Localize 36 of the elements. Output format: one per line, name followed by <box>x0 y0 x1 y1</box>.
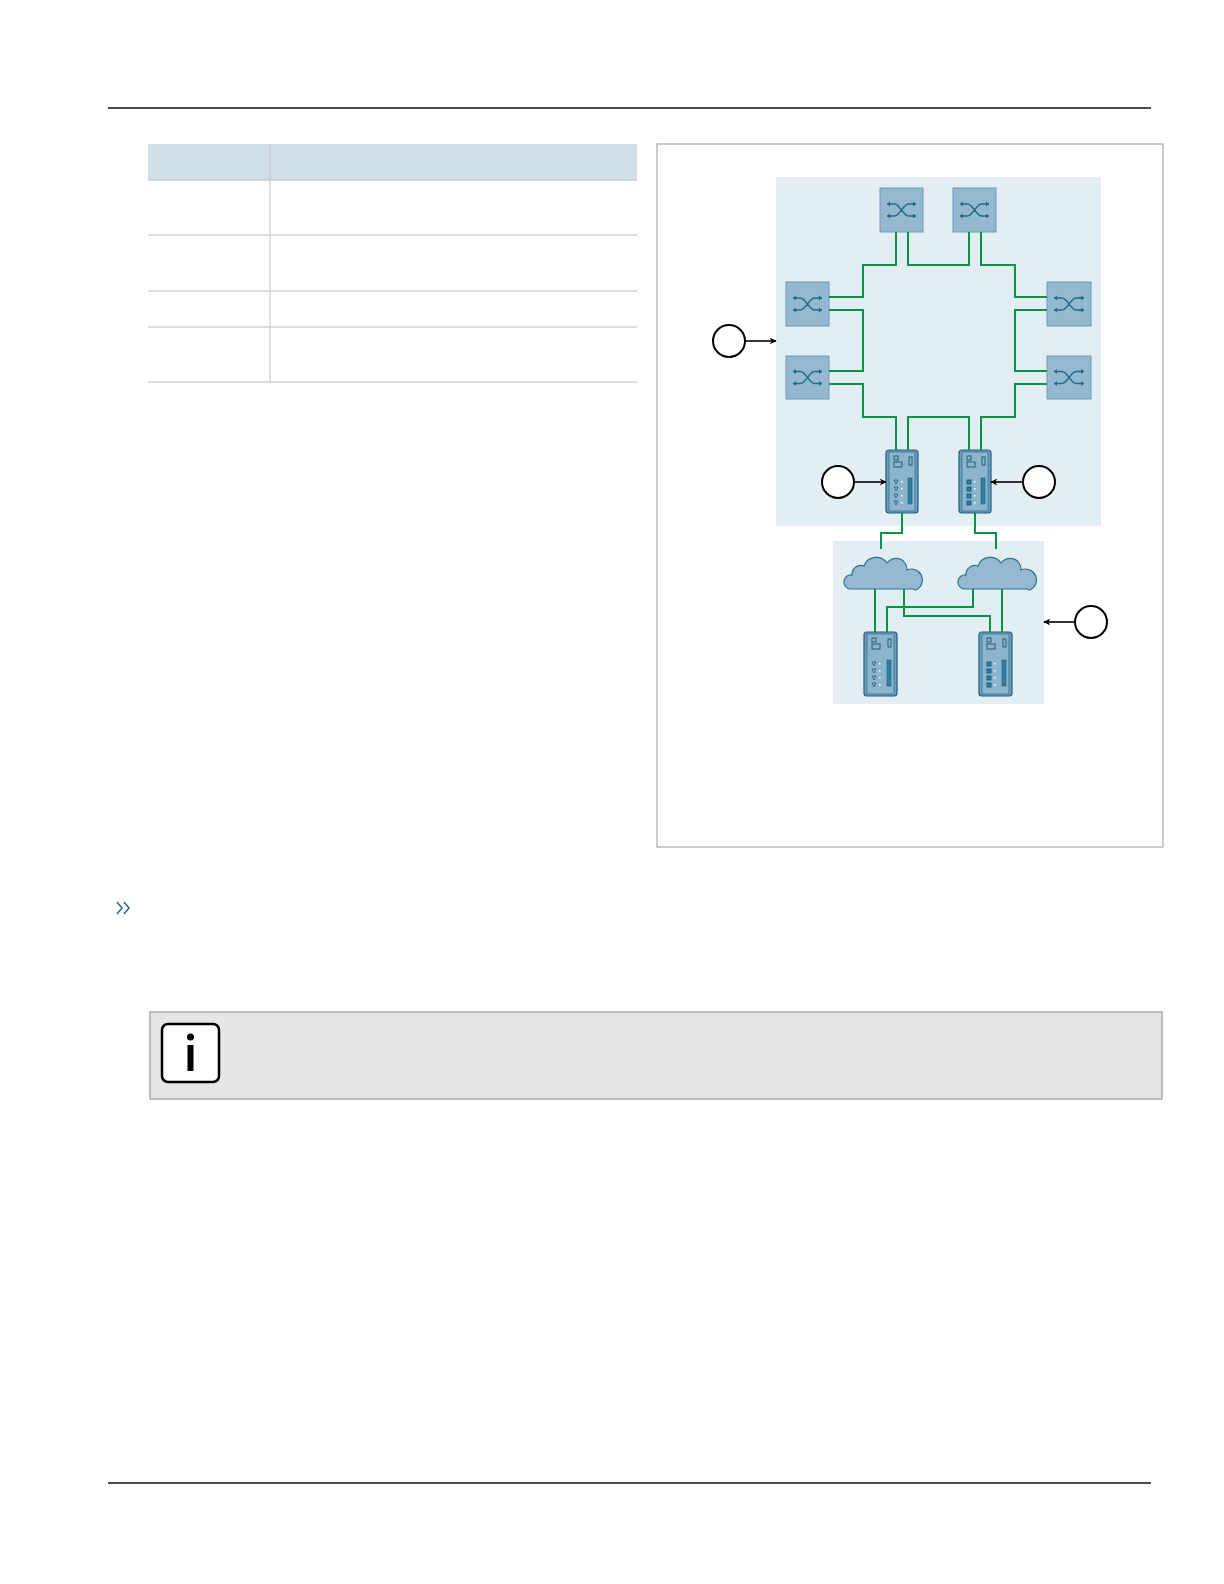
network-switch <box>952 187 997 233</box>
network-cable <box>874 588 876 633</box>
network-cable <box>980 231 1048 298</box>
network-cable <box>828 231 897 298</box>
network-cable <box>828 309 864 372</box>
network-cable <box>828 383 897 451</box>
network-cable <box>1001 588 1003 633</box>
device-drawing <box>978 631 1013 697</box>
callout-circle <box>712 324 746 358</box>
network-cable <box>886 588 974 633</box>
leader-arrow <box>744 337 777 345</box>
network-switch <box>785 281 830 327</box>
leader-arrow <box>1043 618 1076 626</box>
network-switch <box>879 187 924 233</box>
device-drawing <box>958 449 992 514</box>
callout-circle <box>1074 605 1108 639</box>
callout-circle <box>1022 465 1056 499</box>
leader-arrow <box>853 478 887 486</box>
network-switch <box>1046 281 1092 327</box>
network-zone <box>776 177 1101 526</box>
callout-circle <box>821 465 855 499</box>
network-cable <box>974 512 997 550</box>
network-zone <box>833 541 1044 704</box>
network-cable <box>907 416 970 451</box>
network-switch <box>1046 355 1092 400</box>
network-cable <box>903 588 991 633</box>
network-switch <box>785 355 830 400</box>
device-drawing <box>885 449 919 514</box>
network-cable <box>1014 309 1048 372</box>
cloud-shape <box>843 556 924 591</box>
leader-arrow <box>990 478 1024 486</box>
network-cable <box>880 512 903 550</box>
network-cable <box>980 383 1048 451</box>
network-cable <box>907 231 970 266</box>
cloud-shape <box>957 556 1038 591</box>
device-drawing <box>863 631 898 697</box>
